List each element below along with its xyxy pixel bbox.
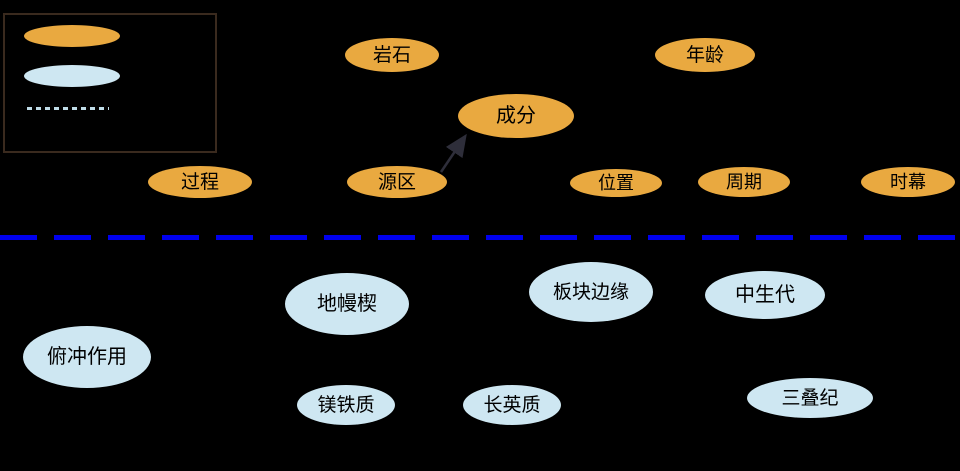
node-label: 俯冲作用: [47, 346, 127, 368]
legend-dashed-line-swatch: [27, 107, 109, 110]
instance-node-felsic: 长英质: [463, 385, 561, 425]
concept-node-source-region: 源区: [347, 166, 447, 198]
concept-node-period: 周期: [698, 167, 790, 197]
legend-concept-ellipse-swatch: [24, 25, 120, 47]
node-label: 岩石: [372, 44, 411, 66]
concept-node-rock: 岩石: [345, 38, 439, 72]
instance-node-mantle-wedge: 地幔楔: [285, 273, 409, 335]
node-label: 时幕: [890, 172, 926, 192]
node-label: 周期: [726, 172, 762, 192]
node-label: 成分: [496, 105, 536, 127]
node-label: 板块边缘: [552, 281, 629, 303]
concept-node-process: 过程: [148, 166, 252, 198]
node-label: 过程: [180, 171, 219, 193]
node-label: 年龄: [685, 44, 724, 66]
domain-divider-dashed-line: [0, 235, 960, 240]
instance-node-subduction: 俯冲作用: [23, 326, 151, 388]
node-label: 源区: [377, 171, 416, 193]
instance-node-mafic: 镁铁质: [297, 385, 395, 425]
legend-box: [3, 13, 217, 153]
node-label: 位置: [598, 173, 634, 193]
node-label: 镁铁质: [317, 394, 375, 416]
instance-node-triassic: 三叠纪: [747, 378, 873, 418]
instance-node-plate-margin: 板块边缘: [529, 262, 653, 322]
node-label: 地幔楔: [317, 293, 377, 315]
concept-node-episode: 时幕: [861, 167, 955, 197]
concept-node-composition: 成分: [458, 94, 574, 138]
node-label: 三叠纪: [781, 387, 839, 409]
node-label: 长英质: [483, 394, 541, 416]
concept-node-age: 年龄: [655, 38, 755, 72]
concept-node-location: 位置: [570, 169, 662, 197]
node-label: 中生代: [735, 284, 795, 306]
instance-node-mesozoic: 中生代: [705, 271, 825, 319]
legend-instance-ellipse-swatch: [24, 65, 120, 87]
